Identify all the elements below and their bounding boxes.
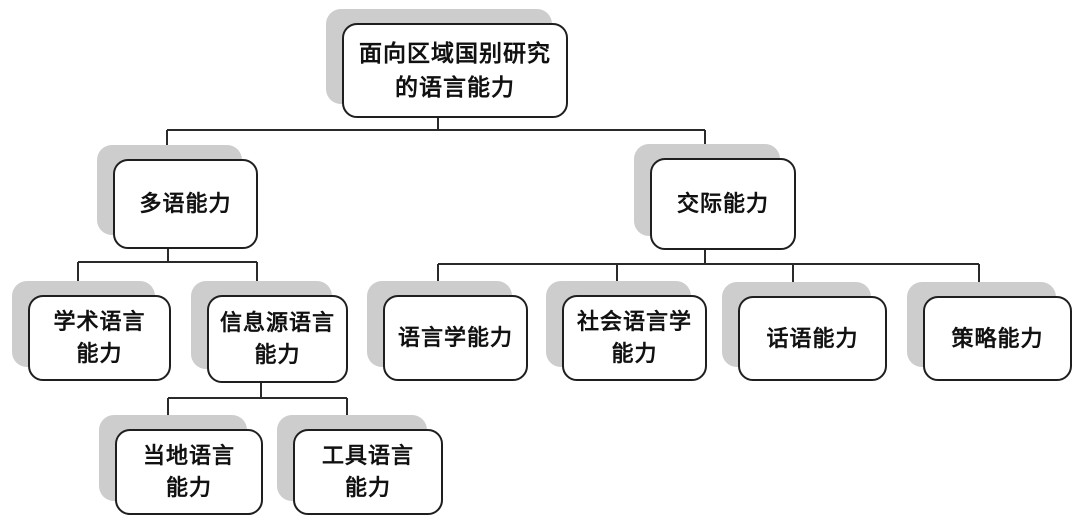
node-information-source-language-competence: 信息源语言 能力 [207,295,348,383]
node-label: 面向区域国别研究 [359,41,551,67]
connector-infosource-to-children [167,383,348,431]
node-label: 多语能力 [139,191,232,217]
node-label: 工具语言 [321,443,414,469]
connector-root-to-level2 [166,118,706,161]
node-label: 能力 [611,341,658,366]
node-root-language-competence: 面向区域国别研究 的语言能力 [342,23,568,118]
node-label: 的语言能力 [395,74,515,100]
node-multilingual-competence: 多语能力 [113,159,258,249]
node-label: 能力 [76,341,123,366]
node-label: 能力 [254,342,301,367]
node-sociolinguistic-competence: 社会语言学 能力 [562,295,707,381]
node-communicative-competence: 交际能力 [650,158,796,250]
node-label: 语言学能力 [397,325,513,351]
node-label: 当地语言 [142,443,235,469]
node-label: 策略能力 [951,325,1044,351]
node-linguistic-competence: 语言学能力 [383,295,528,381]
node-instrumental-language-competence: 工具语言 能力 [293,429,443,515]
node-academic-language-competence: 学术语言 能力 [28,295,171,381]
node-local-language-competence: 当地语言 能力 [115,429,263,515]
node-label: 话语能力 [766,325,859,351]
node-label: 社会语言学 [576,309,692,335]
connector-communicative-to-children [437,250,980,298]
node-label: 能力 [165,475,212,500]
node-discourse-competence: 话语能力 [738,296,887,381]
node-label: 交际能力 [676,191,769,217]
node-label: 信息源语言 [219,310,335,336]
node-label: 学术语言 [53,309,146,335]
node-strategic-competence: 策略能力 [923,296,1072,381]
node-label: 能力 [344,475,391,500]
connector-multilingual-to-children [77,249,258,297]
